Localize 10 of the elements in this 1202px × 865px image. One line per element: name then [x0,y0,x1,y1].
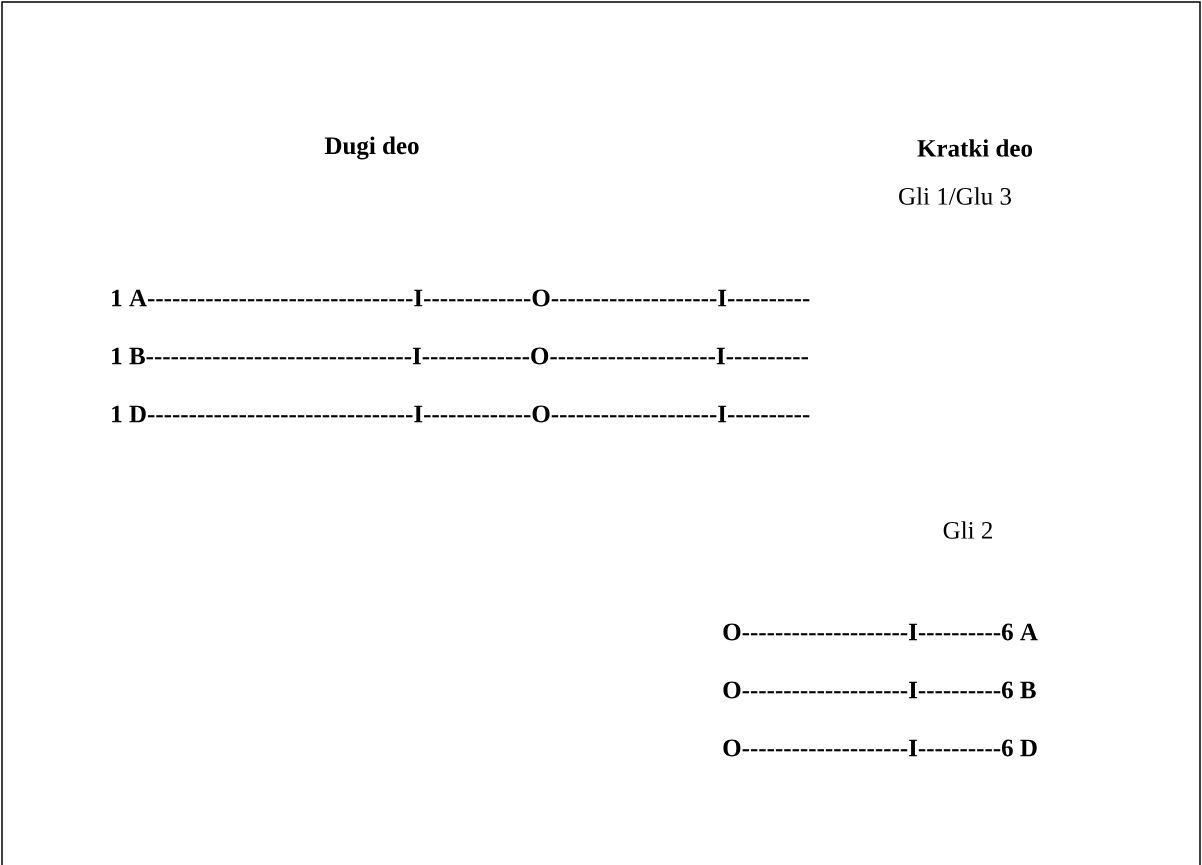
map-line: O--------------------I----------6 D [723,739,1037,757]
map-line: 1 B--------------------------------I-------------O--------------------I---------- [112,347,808,365]
map-line: 1 D--------------------------------I-------------O--------------------I---------- [112,405,810,423]
map-line: O--------------------I----------6 B [723,681,1036,699]
map-line: 1 A--------------------------------I-------------O--------------------I---------- [112,289,810,307]
region-label: Gli 2 [943,521,992,539]
region-label: Gli 1/Glu 3 [899,187,1011,205]
map-line: O--------------------I----------6 A [723,623,1038,641]
column-heading: Dugi deo [324,136,419,160]
column-heading: Kratki deo [917,139,1033,157]
